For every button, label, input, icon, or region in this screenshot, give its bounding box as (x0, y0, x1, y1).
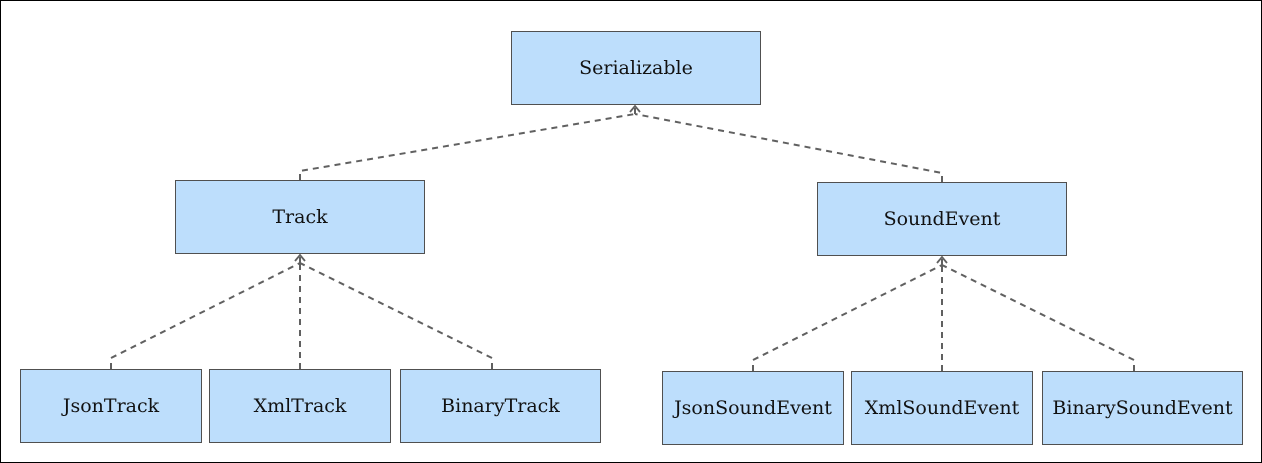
node-json-sound-event: JsonSoundEvent (662, 371, 844, 445)
node-xml-track: XmlTrack (209, 369, 391, 443)
node-sound-event: SoundEvent (817, 182, 1067, 256)
arrowhead-soundevent (936, 255, 948, 264)
arrowhead-track (294, 253, 306, 262)
node-serializable: Serializable (511, 31, 761, 105)
node-binary-sound-event: BinarySoundEvent (1042, 371, 1243, 445)
node-binary-track: BinaryTrack (400, 369, 601, 443)
arrowhead-serializable (629, 104, 641, 113)
edge-binarytrack-track (299, 262, 493, 369)
node-track: Track (175, 180, 425, 254)
edge-track-serializable (299, 113, 636, 180)
edge-binarysoundevent-soundevent (941, 264, 1135, 371)
edge-soundevent-serializable (634, 113, 943, 182)
node-json-track: JsonTrack (20, 369, 202, 443)
node-xml-sound-event: XmlSoundEvent (851, 371, 1033, 445)
edge-jsonsoundevent-soundevent (752, 264, 943, 371)
edge-jsontrack-track (110, 262, 301, 369)
